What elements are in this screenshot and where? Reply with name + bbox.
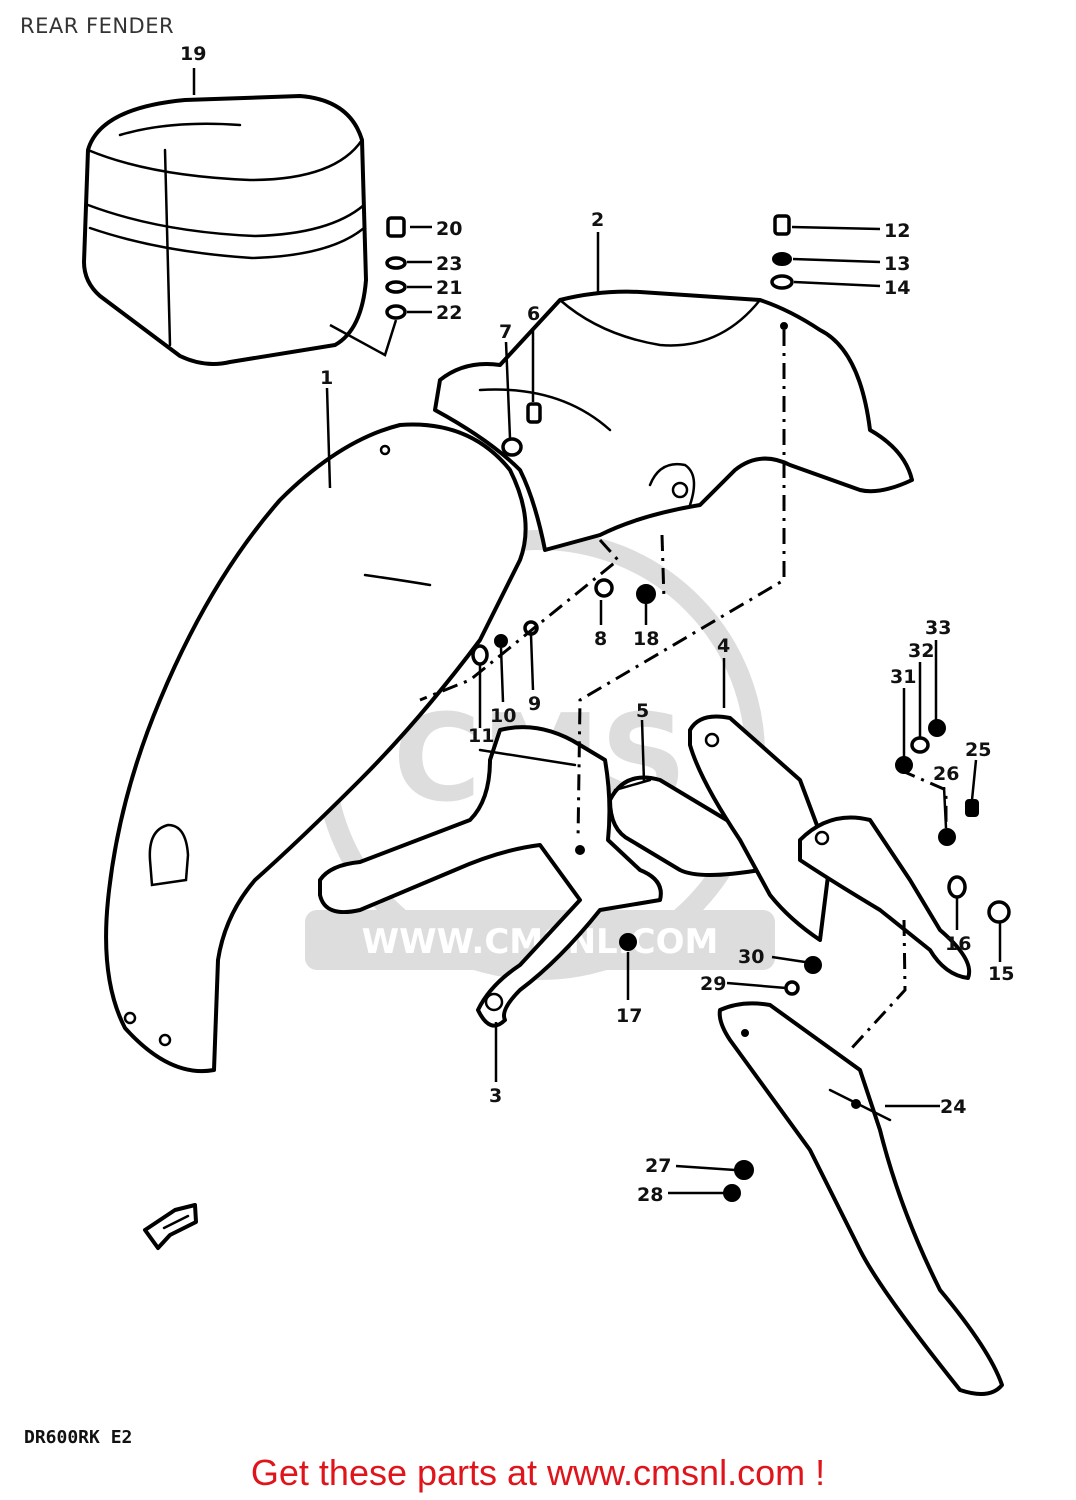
callout-33[interactable]: 33 <box>925 617 951 639</box>
nut-33-icon[interactable] <box>928 719 946 737</box>
washer-11-icon[interactable] <box>471 644 489 666</box>
callout-13[interactable]: 13 <box>884 253 910 275</box>
front-direction-arrow-icon <box>143 1203 198 1250</box>
washer-21-icon[interactable] <box>385 280 407 294</box>
bolt-12-icon[interactable] <box>773 214 791 236</box>
callout-5[interactable]: 5 <box>636 700 649 722</box>
callout-24[interactable]: 24 <box>940 1096 966 1118</box>
callout-20[interactable]: 20 <box>436 218 462 240</box>
callout-9[interactable]: 9 <box>528 693 541 715</box>
callout-19[interactable]: 19 <box>180 43 206 65</box>
callout-10[interactable]: 10 <box>490 705 516 727</box>
part-3-frame-bracket[interactable] <box>318 725 663 1028</box>
nut-27-icon[interactable] <box>734 1160 754 1180</box>
bolt-29-icon[interactable] <box>784 980 800 996</box>
callout-14[interactable]: 14 <box>884 277 910 299</box>
nut-17-icon[interactable] <box>619 933 637 951</box>
part-2-tail-cover[interactable] <box>433 289 914 552</box>
bolt-25-icon[interactable] <box>965 799 979 817</box>
callout-11[interactable]: 11 <box>468 725 494 747</box>
callout-31[interactable]: 31 <box>890 666 916 688</box>
washer-32-icon[interactable] <box>910 736 930 754</box>
washer-13-icon[interactable] <box>772 252 792 266</box>
callout-21[interactable]: 21 <box>436 277 462 299</box>
hardware-group <box>385 214 1011 1202</box>
washer-7-icon[interactable] <box>501 437 523 457</box>
callout-labels: 19 20 23 21 22 2 12 13 14 1 7 6 8 18 9 1… <box>180 43 1014 1206</box>
footer-cta-link[interactable]: Get these parts at www.cmsnl.com ! <box>250 1452 826 1493</box>
part-24-mud-flap[interactable] <box>717 1001 1004 1396</box>
bolt-20-icon[interactable] <box>386 216 406 238</box>
callout-1[interactable]: 1 <box>320 367 333 389</box>
part-1-rear-fender[interactable] <box>104 422 528 1073</box>
page-title: REAR FENDER <box>20 14 175 38</box>
callout-18[interactable]: 18 <box>633 628 659 650</box>
part-19-seat-bag[interactable] <box>82 94 368 366</box>
callout-16[interactable]: 16 <box>945 933 971 955</box>
callout-6[interactable]: 6 <box>527 303 540 325</box>
bolt-6-icon[interactable] <box>526 402 542 424</box>
alignment-lines <box>419 330 948 1052</box>
nut-22-icon[interactable] <box>385 304 407 320</box>
callout-25[interactable]: 25 <box>965 739 991 761</box>
nut-30-icon[interactable] <box>804 956 822 974</box>
callout-7[interactable]: 7 <box>499 321 512 343</box>
callout-26[interactable]: 26 <box>933 763 959 785</box>
callout-17[interactable]: 17 <box>616 1005 642 1027</box>
callout-28[interactable]: 28 <box>637 1184 663 1206</box>
washer-23-icon[interactable] <box>385 256 407 270</box>
callout-23[interactable]: 23 <box>436 253 462 275</box>
callout-2[interactable]: 2 <box>591 209 604 231</box>
callout-22[interactable]: 22 <box>436 302 462 324</box>
callout-15[interactable]: 15 <box>988 963 1014 985</box>
bolt-9-icon[interactable] <box>523 620 539 636</box>
model-code: DR600RK E2 <box>24 1427 133 1448</box>
callout-3[interactable]: 3 <box>489 1085 502 1107</box>
callout-12[interactable]: 12 <box>884 220 910 242</box>
nut-18-icon[interactable] <box>636 584 656 604</box>
callout-8[interactable]: 8 <box>594 628 607 650</box>
washer-14-icon[interactable] <box>770 274 794 290</box>
nut-26-icon[interactable] <box>938 828 956 846</box>
leader-lines <box>192 68 1002 1195</box>
callout-27[interactable]: 27 <box>645 1155 671 1177</box>
callout-32[interactable]: 32 <box>908 640 934 662</box>
callout-4[interactable]: 4 <box>717 635 730 657</box>
callout-29[interactable]: 29 <box>700 973 726 995</box>
washer-28-icon[interactable] <box>723 1184 741 1202</box>
washer-16-icon[interactable] <box>947 875 967 899</box>
part-4-side-rail[interactable] <box>688 714 972 980</box>
bolt-15-icon[interactable] <box>987 900 1011 924</box>
washer-10-icon[interactable] <box>494 634 508 648</box>
callout-30[interactable]: 30 <box>738 946 764 968</box>
nut-8-icon[interactable] <box>594 578 614 598</box>
